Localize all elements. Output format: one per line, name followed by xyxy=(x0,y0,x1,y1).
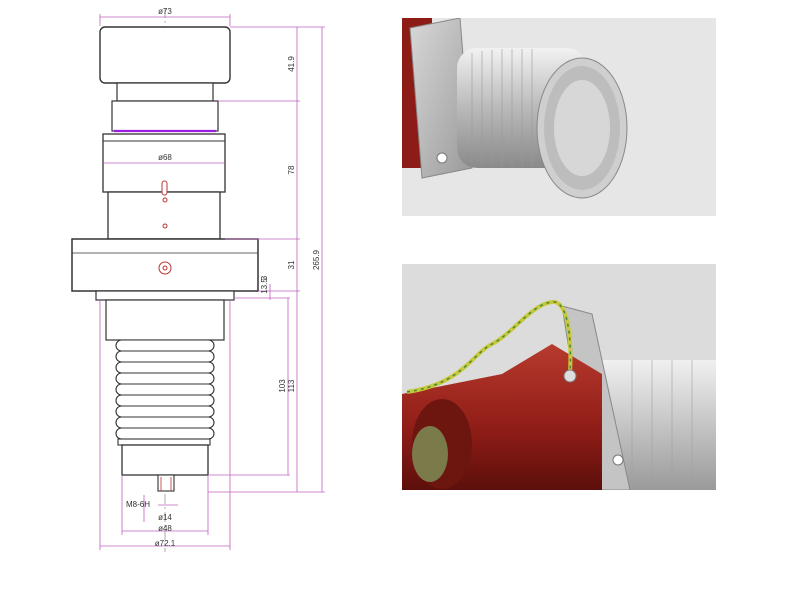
technical-drawing: ø73 ø68 M8-6H ø14 ø48 ø72.1 41.9 78 31 3… xyxy=(71,7,325,552)
flange-step xyxy=(95,290,235,301)
dim-top-diameter: ø73 xyxy=(158,7,172,16)
flange xyxy=(71,238,259,292)
dim-lower-height: 113 xyxy=(287,379,296,392)
dim-bellows-height: 103 xyxy=(278,379,287,393)
dim-body-height: 78 xyxy=(287,165,296,174)
flange-hole-center xyxy=(162,265,168,271)
base xyxy=(121,444,209,476)
dim-flange-step: 3 xyxy=(260,275,269,280)
horizontal-dimensions xyxy=(99,14,231,550)
square-flange xyxy=(409,18,473,179)
base-shoulder xyxy=(117,438,211,446)
stem xyxy=(105,299,225,341)
dim-stud-diameter: ø14 xyxy=(158,513,172,522)
body-hole-1 xyxy=(162,197,168,203)
dim-cap-height: 41.9 xyxy=(287,56,296,72)
ground-screw xyxy=(563,369,577,383)
neck-collar xyxy=(111,100,219,132)
stud xyxy=(157,474,175,492)
dim-total-height: 265.9 xyxy=(312,249,321,270)
top-cap xyxy=(99,26,231,84)
flange-hole xyxy=(158,261,172,275)
vertical-dimensions xyxy=(208,26,325,493)
dim-flange-height: 31 xyxy=(287,260,296,269)
dim-bottom-diameter: ø72.1 xyxy=(155,539,176,548)
dim-base-diameter: ø48 xyxy=(158,524,172,533)
body-lower xyxy=(107,191,221,240)
bellows xyxy=(115,339,215,440)
product-photo-ground-wire xyxy=(402,264,716,490)
dim-flange-lower: 13.5 xyxy=(260,278,269,294)
body-slot xyxy=(161,180,168,196)
body-hole-2 xyxy=(162,223,168,229)
dim-thread: M8-6H xyxy=(126,500,150,509)
dim-body-diameter: ø68 xyxy=(158,153,172,162)
product-photo-cap xyxy=(402,18,716,216)
neck xyxy=(116,82,214,102)
